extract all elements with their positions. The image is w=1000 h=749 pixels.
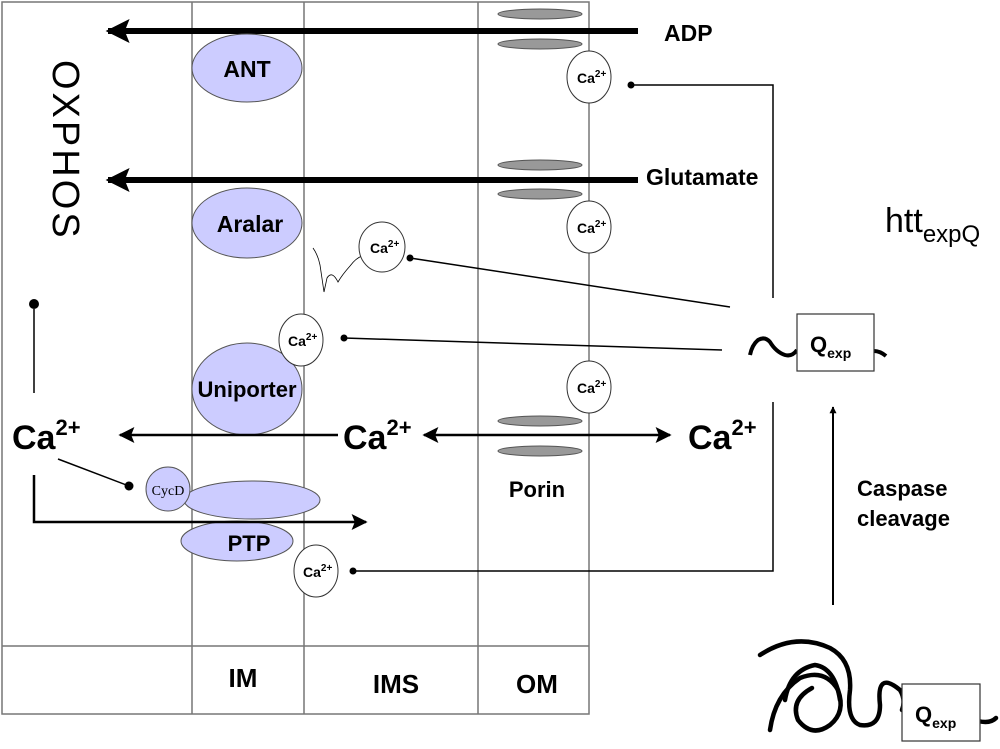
- svg-text:Ca2+: Ca2+: [577, 219, 606, 236]
- cleaved-fragment-chain: [748, 336, 799, 358]
- htt-label: httexpQ: [885, 202, 980, 248]
- caspase-line2: cleavage: [857, 506, 950, 531]
- oxphos-label: OXPHOS: [44, 60, 86, 241]
- htt-base: htt: [885, 202, 923, 240]
- ca-ion-om-3: Ca2+: [566, 360, 612, 414]
- dot-aralar-ca: [406, 254, 414, 262]
- porin-adp-top: [497, 8, 583, 20]
- ca-cycd-link: [57, 458, 130, 487]
- cycd-label: CycD: [152, 484, 185, 499]
- glutamate-label: Glutamate: [646, 164, 758, 190]
- membrane-frame: [1, 1, 590, 715]
- label-im: IM: [229, 663, 258, 693]
- ca-ion-aralar: Ca2+: [358, 221, 406, 273]
- ca-matrix-charge: 2+: [55, 415, 80, 440]
- caspase-line1: Caspase: [857, 476, 948, 501]
- ca-ion-uniporter: Ca2+: [278, 313, 324, 367]
- porin-glu-bottom: [497, 188, 583, 200]
- ca-ptp-arrow: [32, 475, 368, 530]
- porin-adp-bottom: [497, 38, 583, 50]
- oxphos-dot: [29, 299, 39, 309]
- connector-uniporter-ca: [343, 337, 723, 351]
- uniporter-label: Uniporter: [198, 377, 297, 402]
- ant-protein: [191, 33, 303, 103]
- ca-cytosol-charge: 2+: [731, 415, 756, 440]
- ant-label: ANT: [223, 56, 270, 82]
- qexp-box-full: [901, 683, 981, 742]
- porin-channels: [497, 8, 583, 457]
- svg-text:Ca2+: Ca2+: [288, 332, 317, 349]
- adp-label: ADP: [664, 20, 713, 46]
- porin-ca-bottom: [497, 445, 583, 457]
- connector-aralar-ca: [409, 257, 731, 308]
- dot-om-ca: [627, 81, 635, 89]
- svg-text:Ca2+: Ca2+: [577, 69, 606, 86]
- label-ims: IMS: [373, 669, 419, 699]
- aralar-protein: [191, 187, 303, 259]
- dot-ptp-ca: [349, 567, 357, 575]
- connector-ptp-ca: [353, 402, 774, 572]
- cleaved-fragment-tail: [873, 349, 888, 358]
- svg-text:Ca2+: Ca2+: [577, 379, 606, 396]
- label-om: OM: [516, 669, 558, 699]
- ca-cycd-dot: [124, 481, 134, 491]
- qexp-box-fragment: [796, 313, 875, 372]
- ca-ion-om-2: Ca2+: [566, 200, 612, 254]
- ca-ims-base: Ca: [343, 419, 388, 457]
- svg-text:Ca2+: Ca2+: [370, 239, 399, 256]
- connector-dots: [340, 81, 635, 575]
- porin-ca-top: [497, 415, 583, 427]
- mitochondrion-outline: [1, 1, 590, 715]
- ca-matrix-base: Ca: [12, 419, 57, 457]
- ca-cytosol: Ca2+: [688, 415, 757, 457]
- cycd-protein: [145, 466, 191, 512]
- porin-glu-top: [497, 159, 583, 171]
- qexp-fragment-label: Qexp: [810, 332, 851, 361]
- qexp-full-label: Qexp: [915, 702, 956, 731]
- aralar-ca-link: [312, 247, 363, 293]
- connector-om-ca: [633, 84, 774, 298]
- svg-text:Ca2+: Ca2+: [303, 563, 332, 580]
- ptp-label: PTP: [228, 531, 271, 556]
- htt-full-protein: [757, 639, 999, 733]
- dot-uniporter-ca: [340, 334, 348, 342]
- porin-label: Porin: [509, 477, 565, 502]
- ca-ion-om-1: Ca2+: [566, 50, 612, 104]
- proteins: [145, 33, 321, 562]
- aralar-label: Aralar: [217, 211, 284, 237]
- ca-matrix: Ca2+: [12, 415, 81, 457]
- htt-sub: expQ: [923, 221, 980, 248]
- ptp-top-protein: [183, 480, 321, 520]
- htt-connectors: [343, 84, 774, 572]
- ca-ion-ptp: Ca2+: [293, 544, 339, 598]
- small-ca-ions: Ca2+ Ca2+ Ca2+ Ca2+ Ca2+ Ca2+: [278, 50, 612, 598]
- ca-ims: Ca2+: [343, 415, 412, 457]
- ca-cytosol-base: Ca: [688, 419, 733, 457]
- ca-ims-charge: 2+: [386, 415, 411, 440]
